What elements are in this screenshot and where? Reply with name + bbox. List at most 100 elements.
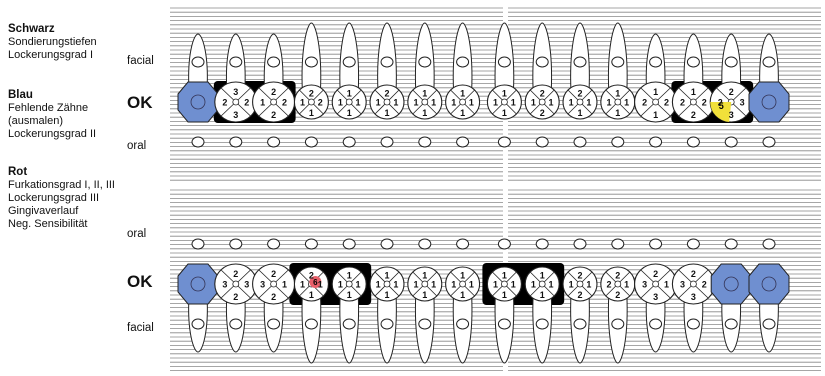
probing-value: 2 [384, 89, 389, 99]
probing-value: 2 [702, 98, 707, 108]
marker-circle [305, 57, 317, 67]
marker-circle [230, 57, 242, 67]
probing-value: 2 [577, 89, 582, 99]
probing-value: 1 [624, 280, 629, 290]
probing-value: 1 [338, 280, 343, 290]
marker-circle [536, 239, 548, 249]
marker-circle [650, 57, 662, 67]
probing-value: 1 [413, 280, 418, 290]
probing-value: 2 [244, 98, 249, 108]
marker-circle [419, 57, 431, 67]
marker-circle [305, 319, 317, 329]
marker-circle [192, 319, 204, 329]
marker-circle [268, 319, 280, 329]
marker-circle [457, 319, 469, 329]
probing-value: 1 [356, 98, 361, 108]
probing-value: 2 [222, 98, 227, 108]
probing-value: 2 [718, 98, 723, 108]
probing-value: 1 [422, 271, 427, 281]
crown-center [577, 99, 583, 105]
marker-circle [763, 57, 775, 67]
missing-tooth-blue [749, 82, 789, 122]
marker-circle [574, 137, 586, 147]
probing-value: 2 [691, 269, 696, 279]
marker-circle [419, 137, 431, 147]
probing-value: 1 [531, 98, 536, 108]
crown-center [346, 99, 352, 105]
probing-value: 3 [691, 292, 696, 302]
probing-value: 1 [511, 98, 516, 108]
probing-value: 2 [680, 98, 685, 108]
probing-value: 1 [460, 108, 465, 118]
marker-circle [268, 239, 280, 249]
probing-value: 1 [615, 108, 620, 118]
probing-value: 1 [502, 108, 507, 118]
missing-tooth-blue [178, 264, 218, 304]
probing-value: 1 [540, 290, 545, 300]
probing-value: 1 [309, 290, 314, 300]
probing-value: 1 [653, 110, 658, 120]
marker-circle [763, 319, 775, 329]
marker-circle [305, 137, 317, 147]
crown-center [271, 99, 277, 105]
probing-value: 1 [549, 98, 554, 108]
probing-value: 1 [260, 98, 265, 108]
probing-value: 1 [376, 280, 381, 290]
probing-value: 2 [653, 269, 658, 279]
probing-value: 1 [691, 87, 696, 97]
probing-value: 1 [384, 290, 389, 300]
probing-value: 2 [615, 271, 620, 281]
probing-value: 2 [691, 110, 696, 120]
probing-value: 1 [460, 89, 465, 99]
lower-tooth-2: 2332 [215, 239, 257, 352]
probing-value: 3 [244, 280, 249, 290]
marker-circle [457, 57, 469, 67]
crown-center [501, 281, 507, 287]
marker-circle [650, 319, 662, 329]
marker-circle [498, 319, 510, 329]
marker-circle [381, 137, 393, 147]
marker-circle [725, 239, 737, 249]
marker-circle [763, 137, 775, 147]
marker-circle [192, 57, 204, 67]
probing-value: 2 [271, 292, 276, 302]
probing-value: 1 [384, 108, 389, 118]
crown-center [460, 281, 466, 287]
probing-value: 2 [664, 98, 669, 108]
probing-value: 1 [356, 280, 361, 290]
probing-value: 1 [502, 290, 507, 300]
marker-circle [725, 137, 737, 147]
marker-circle [268, 57, 280, 67]
probing-value: 1 [460, 271, 465, 281]
crown-center [653, 99, 659, 105]
probing-value: 1 [577, 108, 582, 118]
probing-value: 2 [282, 98, 287, 108]
marker-circle [536, 137, 548, 147]
probing-value: 1 [624, 98, 629, 108]
marker-circle [192, 239, 204, 249]
probing-value: 1 [422, 108, 427, 118]
crown-center [690, 99, 696, 105]
probing-value: 2 [615, 290, 620, 300]
probing-value: 1 [347, 89, 352, 99]
probing-value: 3 [729, 110, 734, 120]
probing-value: 1 [431, 98, 436, 108]
lower-tooth-13: 2313 [635, 239, 677, 352]
probing-value: 1 [431, 280, 436, 290]
probing-value: 2 [233, 292, 238, 302]
probing-value: 1 [493, 280, 498, 290]
crown-center [308, 99, 314, 105]
probing-value: 1 [347, 271, 352, 281]
marker-circle [612, 57, 624, 67]
marker-circle [763, 239, 775, 249]
marker-circle [536, 57, 548, 67]
probing-value: 1 [347, 290, 352, 300]
probing-value: 2 [577, 271, 582, 281]
probing-value: 1 [615, 89, 620, 99]
probing-value: 3 [233, 110, 238, 120]
marker-circle [650, 239, 662, 249]
marker-circle [574, 319, 586, 329]
missing-tooth-blue [749, 264, 789, 304]
